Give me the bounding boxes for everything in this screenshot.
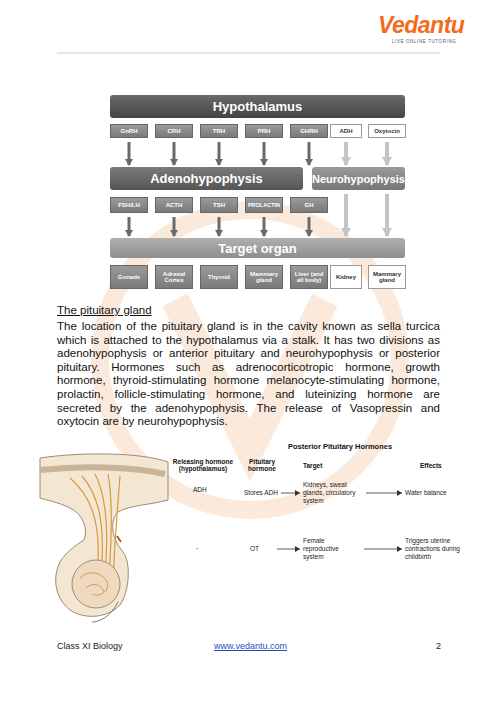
node-text: Gonads [118,274,140,280]
arrow-connector [263,142,266,165]
table-cell: Female reproductive system [303,537,361,561]
releasing-hormone-box: CRH [155,124,193,138]
node-text: Female reproductive system [303,537,361,560]
pituitary-hormone-box: GH [290,197,328,213]
table-cell: Stores ADH [244,485,278,501]
header-rule [57,53,440,54]
column-header: Effects [420,462,460,469]
pituitary-hormone-box: FSH/LH [110,197,148,213]
arrow-connector [308,142,311,165]
footer-link: www.vedantu.com [214,641,304,651]
node-text: Adenohypophysis [150,171,263,186]
target-organ-box: Thyroid [200,265,238,289]
arrow-connector [344,142,348,165]
node-text: Hypothalamus [213,99,303,114]
posterior-hormone-box: Oxytocin [368,124,406,138]
footer-text: Class XI Biology [57,641,177,651]
node-text: Target organ [218,241,297,256]
releasing-hormone-box: PRH [245,124,283,138]
node-text: Mammary gland [370,271,404,283]
node-text: Triggers uterine contractions during chi… [405,537,485,560]
pituitary-hormone-box: PROLACTIN [245,197,283,213]
node-text: Kidneys, sweat glands, circulatory syste… [303,481,363,504]
table-cell: Water balance [405,485,465,501]
node-text: OT [250,545,259,553]
releasing-hormone-box: GHRH [290,124,328,138]
column-header: Pituitary hormone [243,458,281,473]
node-text: GH [305,202,314,208]
node-text: Liver (and all body) [292,271,326,283]
node-text: ACTH [166,202,183,208]
node-text: Adrenal Cortex [157,271,191,283]
arrow-connector [173,142,176,165]
arrow-connector [128,142,131,165]
node-text: TRH [213,128,225,134]
node-text: Neurohypophysis [312,173,405,185]
node-text: Oxytocin [374,128,400,134]
adenohypophysis-band: Adenohypophysis [110,167,303,190]
pituitary-hormone-box: ACTH [155,197,193,213]
node-text: GHRH [300,128,318,134]
node-text: ADH [340,128,353,134]
arrow-connector [218,142,221,165]
pituitary-hormone-box: TSH [200,197,238,213]
arrow-connector [364,549,402,550]
target-organ-box: Mammary gland [245,265,283,289]
arrow-connector [281,493,300,494]
table-title: Posterior Pituitary Hormones [255,442,425,451]
node-text: Water balance [405,489,447,497]
arrow-connector [308,217,311,236]
table-cell: Kidneys, sweat glands, circulatory syste… [303,481,363,505]
body-paragraph: The location of the pituitary gland is i… [57,320,440,429]
table-cell: Triggers uterine contractions during chi… [405,537,485,560]
target-organ-box: Liver (and all body) [290,265,328,289]
node-text: PRH [258,128,271,134]
arrow-connector [366,493,402,494]
table-cell: ADH [193,486,223,493]
target-organ-box: Kidney [330,265,362,289]
node-text: Mammary gland [247,271,281,283]
page-number: 2 [436,641,456,651]
pituitary-illustration [40,454,168,622]
section-heading: The pituitary gland [57,304,257,316]
table-cell: OT [250,544,274,554]
posterior-hormone-box: ADH [330,124,362,138]
target-organ-box: Gonads [110,265,148,289]
node-text: FSH/LH [118,202,140,208]
node-text: TSH [213,202,225,208]
node-text: Stores ADH [244,489,278,497]
target-organ-band: Target organ [110,238,405,258]
node-text: Kidney [336,274,356,280]
arrow-connector [277,549,300,550]
arrow-connector [263,217,266,236]
table-cell: - [196,544,216,551]
target-organ-box: Adrenal Cortex [155,265,193,289]
releasing-hormone-box: GnRH [110,124,148,138]
node-text: CRH [168,128,181,134]
arrow-connector [385,194,389,236]
releasing-hormone-box: TRH [200,124,238,138]
column-header: Releasing hormone (hypothalamus) [172,458,234,473]
neurohypophysis-band: Neurohypophysis [312,167,405,190]
logo-tagline: LIVE ONLINE TUTORING [392,39,482,44]
arrow-connector [385,142,389,165]
node-text: GnRH [121,128,138,134]
arrow-connector [344,194,348,236]
column-header: Target [303,462,343,469]
hypothalamus-band: Hypothalamus [110,95,405,118]
target-organ-box: Mammary gland [368,265,406,289]
logo-text: Vedantu [378,12,478,39]
arrow-connector [128,217,131,236]
arrow-connector [173,217,176,236]
arrow-connector [218,217,221,236]
node-text: PROLACTIN [248,202,280,208]
node-text: Thyroid [208,274,230,280]
